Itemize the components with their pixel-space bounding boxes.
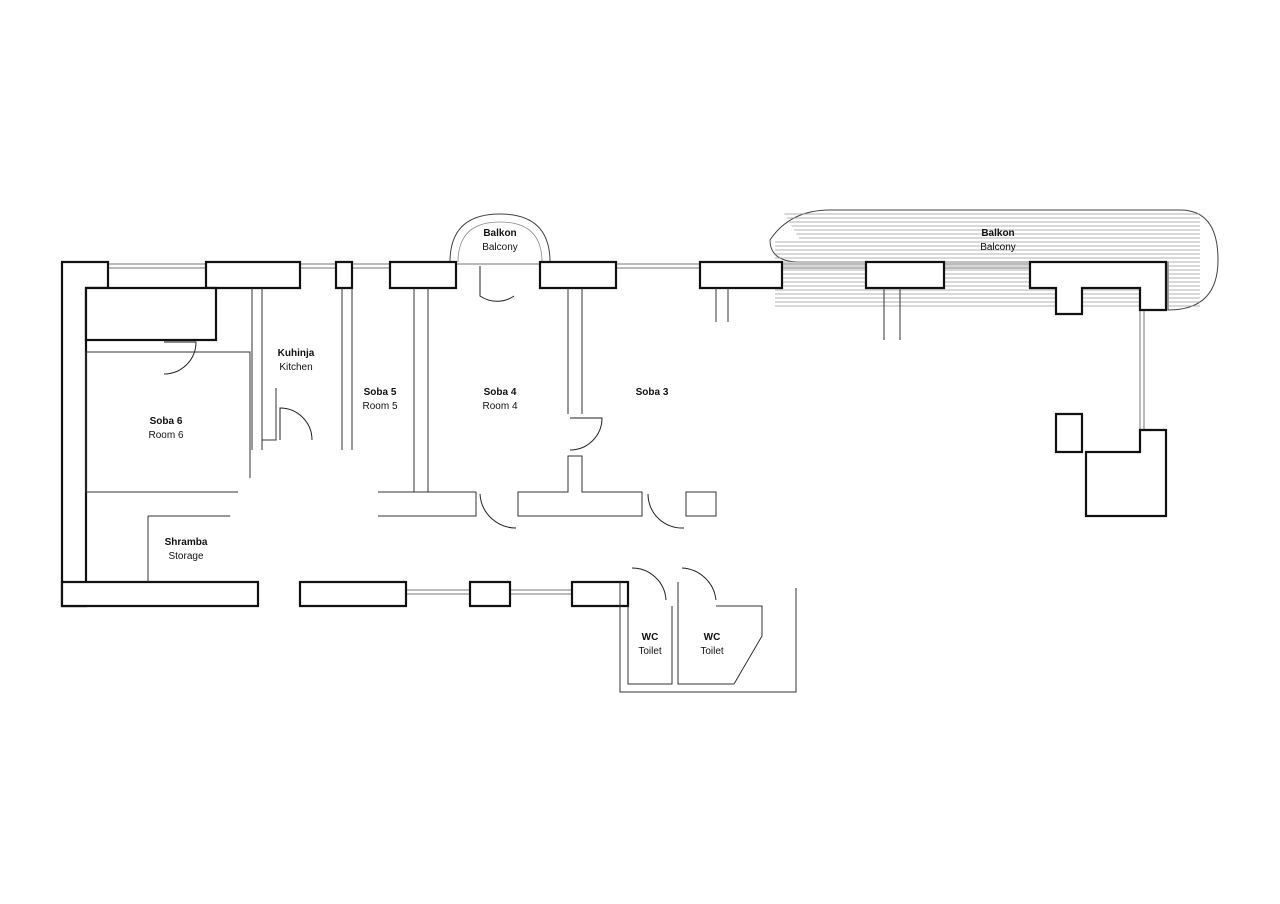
room-labels: Balkon Balcony Balkon Balcony Kuhinja Ki…	[148, 228, 1015, 657]
doors	[163, 266, 717, 601]
balcony-small-name-en: Balcony	[482, 242, 518, 253]
balcony-small-name: Balkon	[483, 228, 516, 239]
kitchen-name: Kuhinja	[278, 348, 315, 359]
room4-name: Soba 4	[484, 387, 517, 398]
balcony-large	[769, 209, 1219, 311]
wc1-name-en: Toilet	[638, 646, 662, 657]
wc2-name-en: Toilet	[700, 646, 724, 657]
room3-name: Soba 3	[636, 387, 669, 398]
top-windows	[108, 263, 1145, 595]
room6-name-en: Room 6	[148, 430, 183, 441]
balcony-large-name-en: Balcony	[980, 242, 1016, 253]
storage-name: Shramba	[165, 537, 208, 548]
balcony-large-name: Balkon	[981, 228, 1014, 239]
wc1-name: WC	[642, 632, 659, 643]
interior-walls	[85, 288, 901, 693]
room5-name: Soba 5	[364, 387, 397, 398]
kitchen-name-en: Kitchen	[279, 362, 312, 373]
balcony-small	[449, 213, 551, 263]
storage-name-en: Storage	[168, 551, 203, 562]
wc2-name: WC	[704, 632, 721, 643]
room4-name-en: Room 4	[482, 401, 517, 412]
room5-name-en: Room 5	[362, 401, 397, 412]
room6-name: Soba 6	[150, 416, 183, 427]
outer-walls	[60, 260, 1168, 608]
watermark-blur	[230, 340, 1050, 580]
